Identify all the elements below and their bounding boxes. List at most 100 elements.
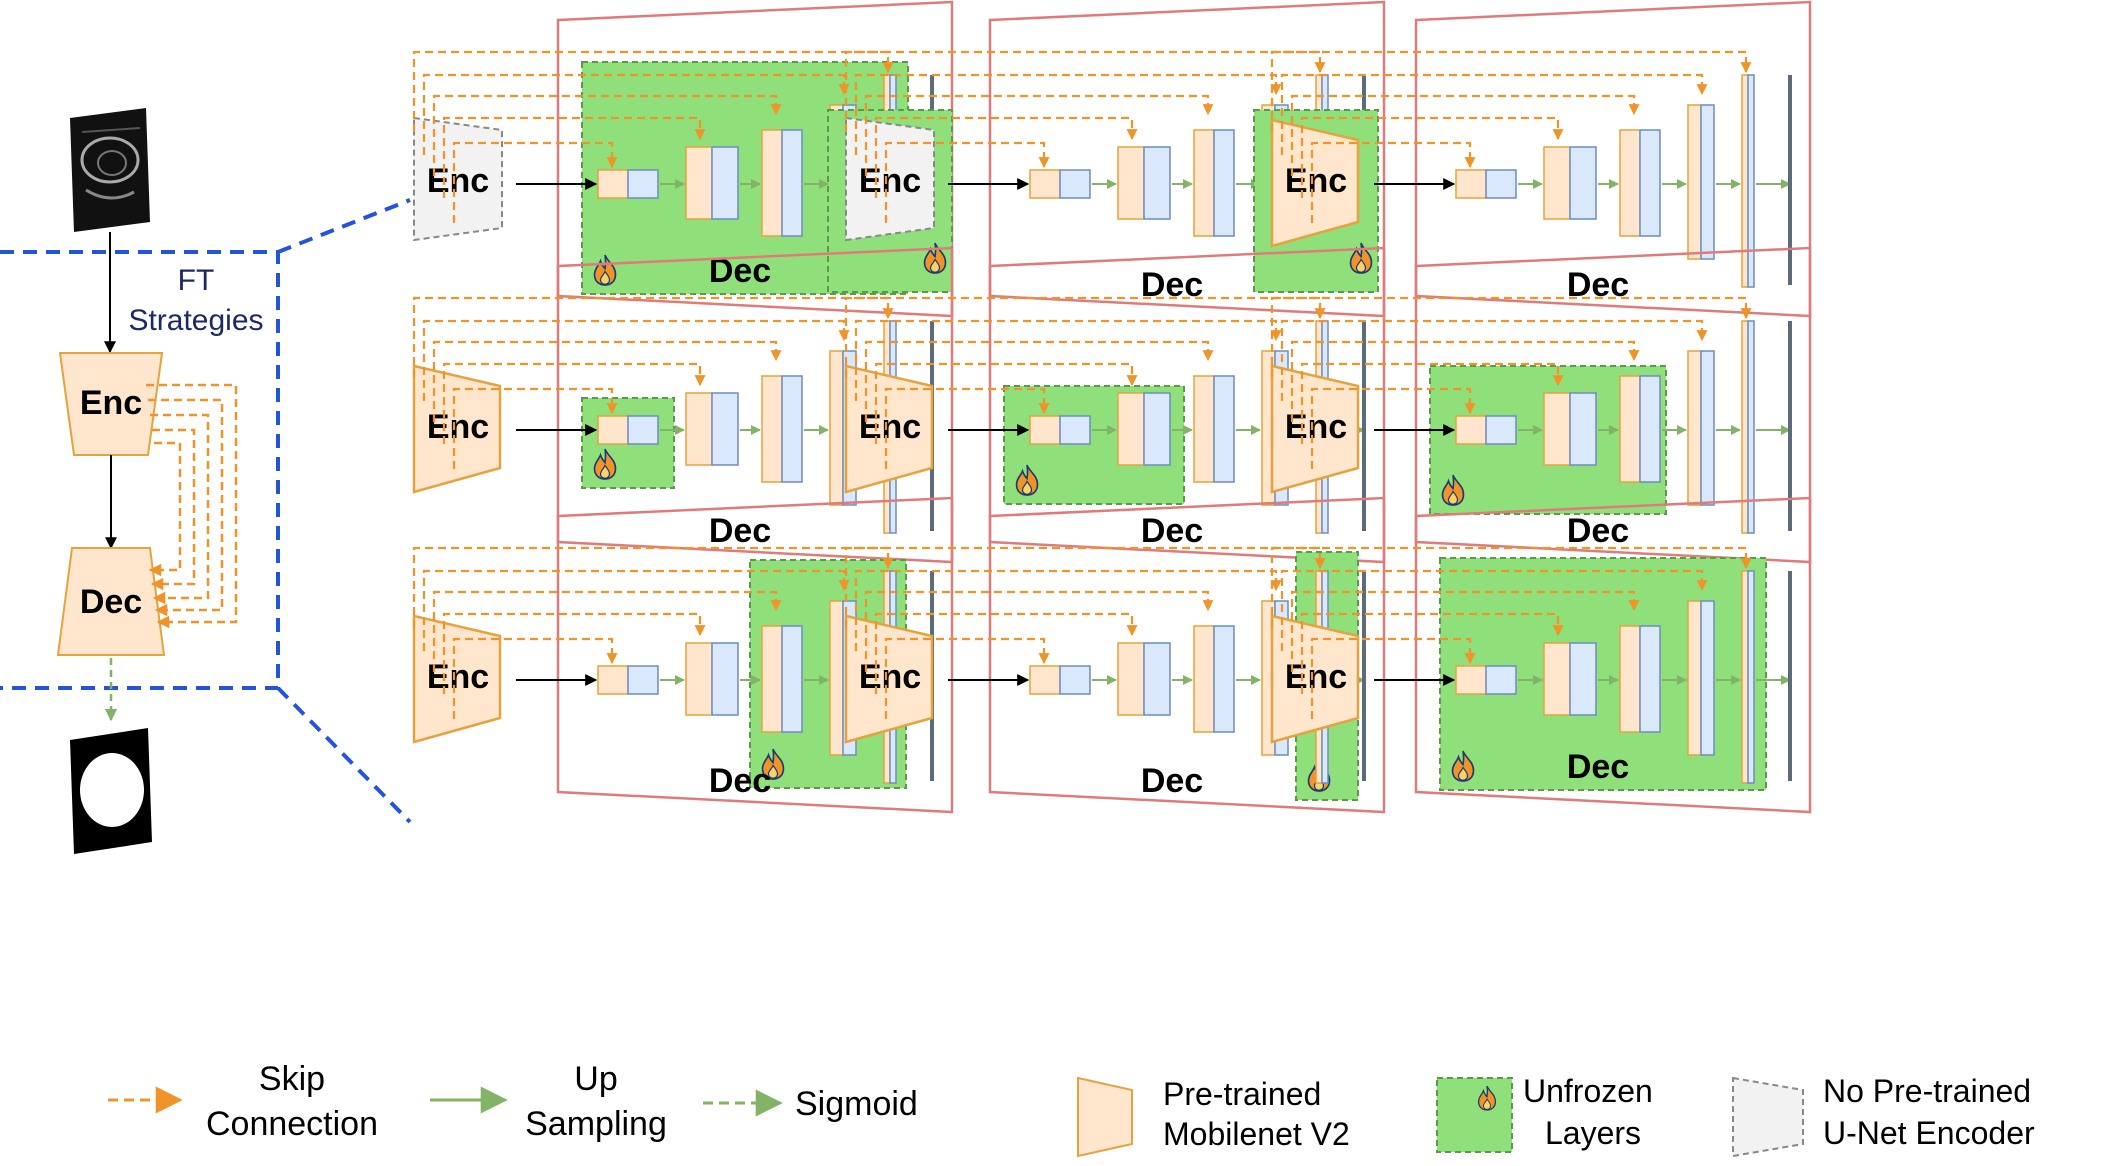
skip-connection [432, 590, 782, 672]
skip-connection [412, 296, 894, 378]
skip-connection [1300, 362, 1564, 444]
decoder-block-skip [1741, 570, 1749, 784]
enc-label: Enc [859, 658, 921, 696]
skip-connection [1290, 94, 1640, 176]
skip-connection [1280, 319, 1708, 401]
skip-connection [422, 319, 850, 401]
skip-connection [864, 94, 1214, 176]
decoder-block-skip [1117, 392, 1145, 466]
decoder-block-up [1485, 169, 1517, 199]
encoder-pretrained [412, 614, 502, 744]
decoder-block-up [1639, 129, 1661, 237]
decoder-block-skip [1029, 415, 1061, 445]
encoder-nopretrained [413, 116, 503, 242]
skip-connection [1270, 546, 1752, 628]
legend-skip-line1: Skip [259, 1060, 325, 1098]
strategy-panels: EncDecEncDecEncDecEncDecEncDecEncDecEncD… [412, 0, 1812, 814]
skip-connection [1290, 340, 1640, 422]
decoder-block-skip [1687, 600, 1702, 756]
overview-skip-connections [146, 383, 238, 629]
skip-connection [442, 362, 706, 444]
decoder-block-skip [829, 600, 844, 756]
legend-nopretrained-line2: U-Net Encoder [1823, 1115, 2035, 1151]
enc-label: Enc [1285, 162, 1347, 200]
skip-connection [874, 362, 1138, 444]
encoder-pretrained [412, 364, 502, 494]
output-layer-bar [1788, 75, 1792, 285]
ft-label-line1: FT [178, 264, 215, 297]
decoder-block-up [1700, 350, 1715, 506]
skip-connection [432, 94, 782, 176]
skip-connection [844, 296, 1326, 378]
legend-up-line1: Up [574, 1060, 617, 1098]
decoder-block-up [1639, 625, 1661, 733]
skip-connection [844, 50, 1326, 132]
decoder-block-up [1747, 320, 1755, 534]
skip-connection [1300, 612, 1564, 694]
ultrasound-image-icon [70, 108, 150, 232]
skip-connection [874, 612, 1138, 694]
encoder-pretrained [1270, 118, 1360, 248]
output-layer-bar [1788, 321, 1792, 531]
decoder-block-up [1639, 375, 1661, 483]
zoom-line-top [277, 198, 411, 254]
dec-label: Dec [1567, 748, 1629, 786]
decoder-block-skip [829, 350, 844, 506]
decoder-block-up [1143, 146, 1171, 220]
skip-connection [1290, 590, 1640, 672]
skip-connection [1280, 73, 1708, 155]
enc-label: Enc [1285, 658, 1347, 696]
decoder-block-up [1569, 392, 1597, 466]
legend-unfrozen-swatch [1436, 1077, 1513, 1153]
decoder-block-skip [1193, 129, 1215, 237]
skip-connection [442, 116, 706, 198]
decoder-block-skip [597, 415, 629, 445]
output-layer-bar [1362, 571, 1366, 781]
skip-connection [884, 387, 1050, 469]
output-layer-bar [1362, 321, 1366, 531]
legend-pretrained-line1: Pre-trained [1163, 1076, 1321, 1112]
decoder-block-skip [597, 665, 629, 695]
skip-connection [1310, 387, 1476, 469]
skip-connection [452, 637, 618, 719]
decoder-block-up [711, 392, 739, 466]
skip-connection [1270, 50, 1752, 132]
ft-label-line2: Strategies [128, 304, 263, 337]
decoder-block-up [711, 642, 739, 716]
overview-decoder [56, 547, 166, 656]
decoder-frame [988, 496, 1386, 814]
legend-nopretrained-swatch [1732, 1076, 1804, 1158]
skip-connection [854, 569, 1282, 651]
decoder-block-up [781, 129, 803, 237]
skip-connection [1300, 116, 1564, 198]
decoder-block-up [1700, 104, 1715, 260]
decoder-block-skip [761, 375, 783, 483]
dec-label: Dec [1141, 512, 1203, 550]
decoder-block-skip [1029, 169, 1061, 199]
decoder-block-skip [1117, 642, 1145, 716]
skip-connection [864, 590, 1214, 672]
skip-connection [884, 637, 1050, 719]
decoder-block-skip [1193, 375, 1215, 483]
skip-connection [864, 340, 1214, 422]
skip-connection [1310, 637, 1476, 719]
decoder-block-skip [1543, 146, 1571, 220]
decoder-block-up [1747, 570, 1755, 784]
decoder-block-up [1485, 665, 1517, 695]
skip-connection [452, 387, 618, 469]
skip-connection [854, 319, 1282, 401]
enc-label: Enc [859, 162, 921, 200]
skip-connection [854, 73, 1282, 155]
decoder-block-skip [1619, 625, 1641, 733]
overview-encoder [58, 352, 164, 456]
skip-connection [1310, 141, 1476, 223]
dec-label: Dec [1141, 762, 1203, 800]
decoder-block-skip [685, 642, 713, 716]
legend: Skip Connection Up Sampling Sigmoid Pre-… [108, 1060, 2035, 1158]
decoder-block-up [1747, 74, 1755, 288]
decoder-block-up [1569, 642, 1597, 716]
enc-label: Enc [1285, 408, 1347, 446]
